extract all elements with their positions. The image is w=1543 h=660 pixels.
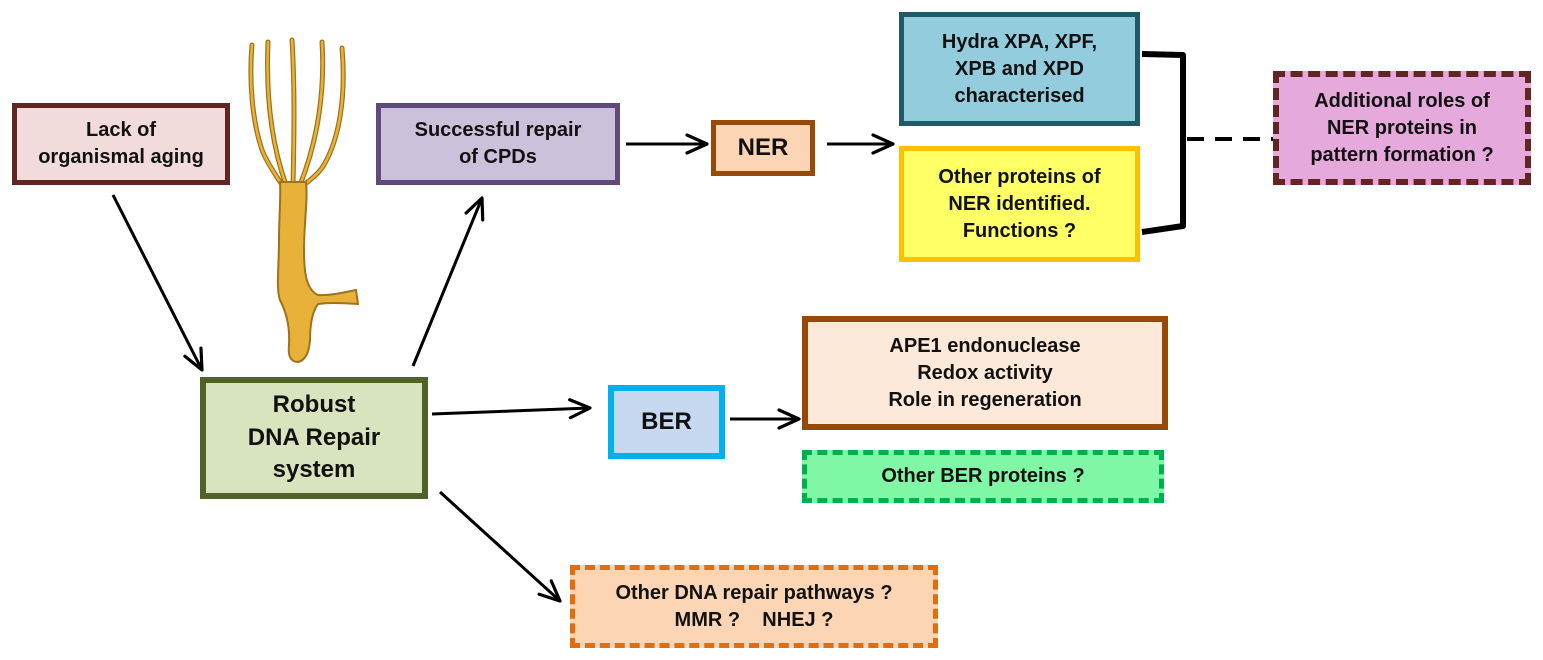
- box-other-ner-proteins: Other proteins of NER identified. Functi…: [899, 146, 1140, 262]
- box-line: XPB and XPD: [955, 57, 1084, 80]
- box-line: of CPDs: [459, 146, 537, 168]
- box-line: Functions ?: [962, 219, 1077, 242]
- box-ape1-endonuclease: APE1 endonuclease Redox activity Role in…: [802, 316, 1168, 430]
- box-line: organismal aging: [38, 146, 204, 168]
- box-ber: BER: [608, 385, 725, 459]
- box-additional-ner-roles: Additional roles of NER proteins in patt…: [1273, 71, 1531, 185]
- box-line: pattern formation ?: [1310, 143, 1494, 166]
- box-line: Other proteins of: [938, 165, 1101, 188]
- arrow-robust-to-other-dna: [438, 490, 562, 603]
- box-line: system: [272, 456, 356, 484]
- hydra-organism-icon: [248, 37, 360, 364]
- arrow-robust-to-ber: [431, 398, 592, 420]
- arrow-aging-to-robust: [111, 194, 204, 372]
- box-other-dna-repair-pathways: Other DNA repair pathways ? MMR ? NHEJ ?: [570, 565, 938, 648]
- box-robust-dna-repair: Robust DNA Repair system: [200, 377, 428, 499]
- box-line: Robust: [272, 391, 356, 419]
- box-line: Lack of: [85, 119, 157, 141]
- box-line: BER: [641, 407, 692, 435]
- box-line: NER proteins in: [1326, 116, 1477, 139]
- bracket-connector: [1141, 51, 1186, 235]
- box-line: DNA Repair: [247, 423, 381, 451]
- arrow-robust-to-cpd: [411, 196, 485, 367]
- box-ner: NER: [711, 120, 815, 176]
- box-line: NER identified.: [948, 192, 1091, 215]
- box-line: NER: [737, 133, 789, 161]
- box-line: Other BER proteins ?: [881, 465, 1085, 487]
- box-line: Additional roles of: [1314, 89, 1490, 112]
- box-line: characterised: [954, 84, 1085, 107]
- box-line: MMR ? NHEJ ?: [674, 608, 834, 631]
- box-lack-of-aging: Lack of organismal aging: [12, 103, 230, 185]
- box-successful-repair-cpds: Successful repair of CPDs: [376, 103, 620, 185]
- box-line: APE1 endonuclease: [889, 334, 1081, 357]
- box-other-ber-proteins: Other BER proteins ?: [802, 450, 1164, 503]
- box-hydra-xpa-characterised: Hydra XPA, XPF, XPB and XPD characterise…: [899, 12, 1140, 126]
- box-line: Role in regeneration: [888, 388, 1082, 411]
- box-line: Successful repair: [414, 119, 582, 141]
- box-line: Hydra XPA, XPF,: [941, 30, 1098, 53]
- box-line: Redox activity: [917, 361, 1053, 384]
- box-line: Other DNA repair pathways ?: [615, 581, 893, 604]
